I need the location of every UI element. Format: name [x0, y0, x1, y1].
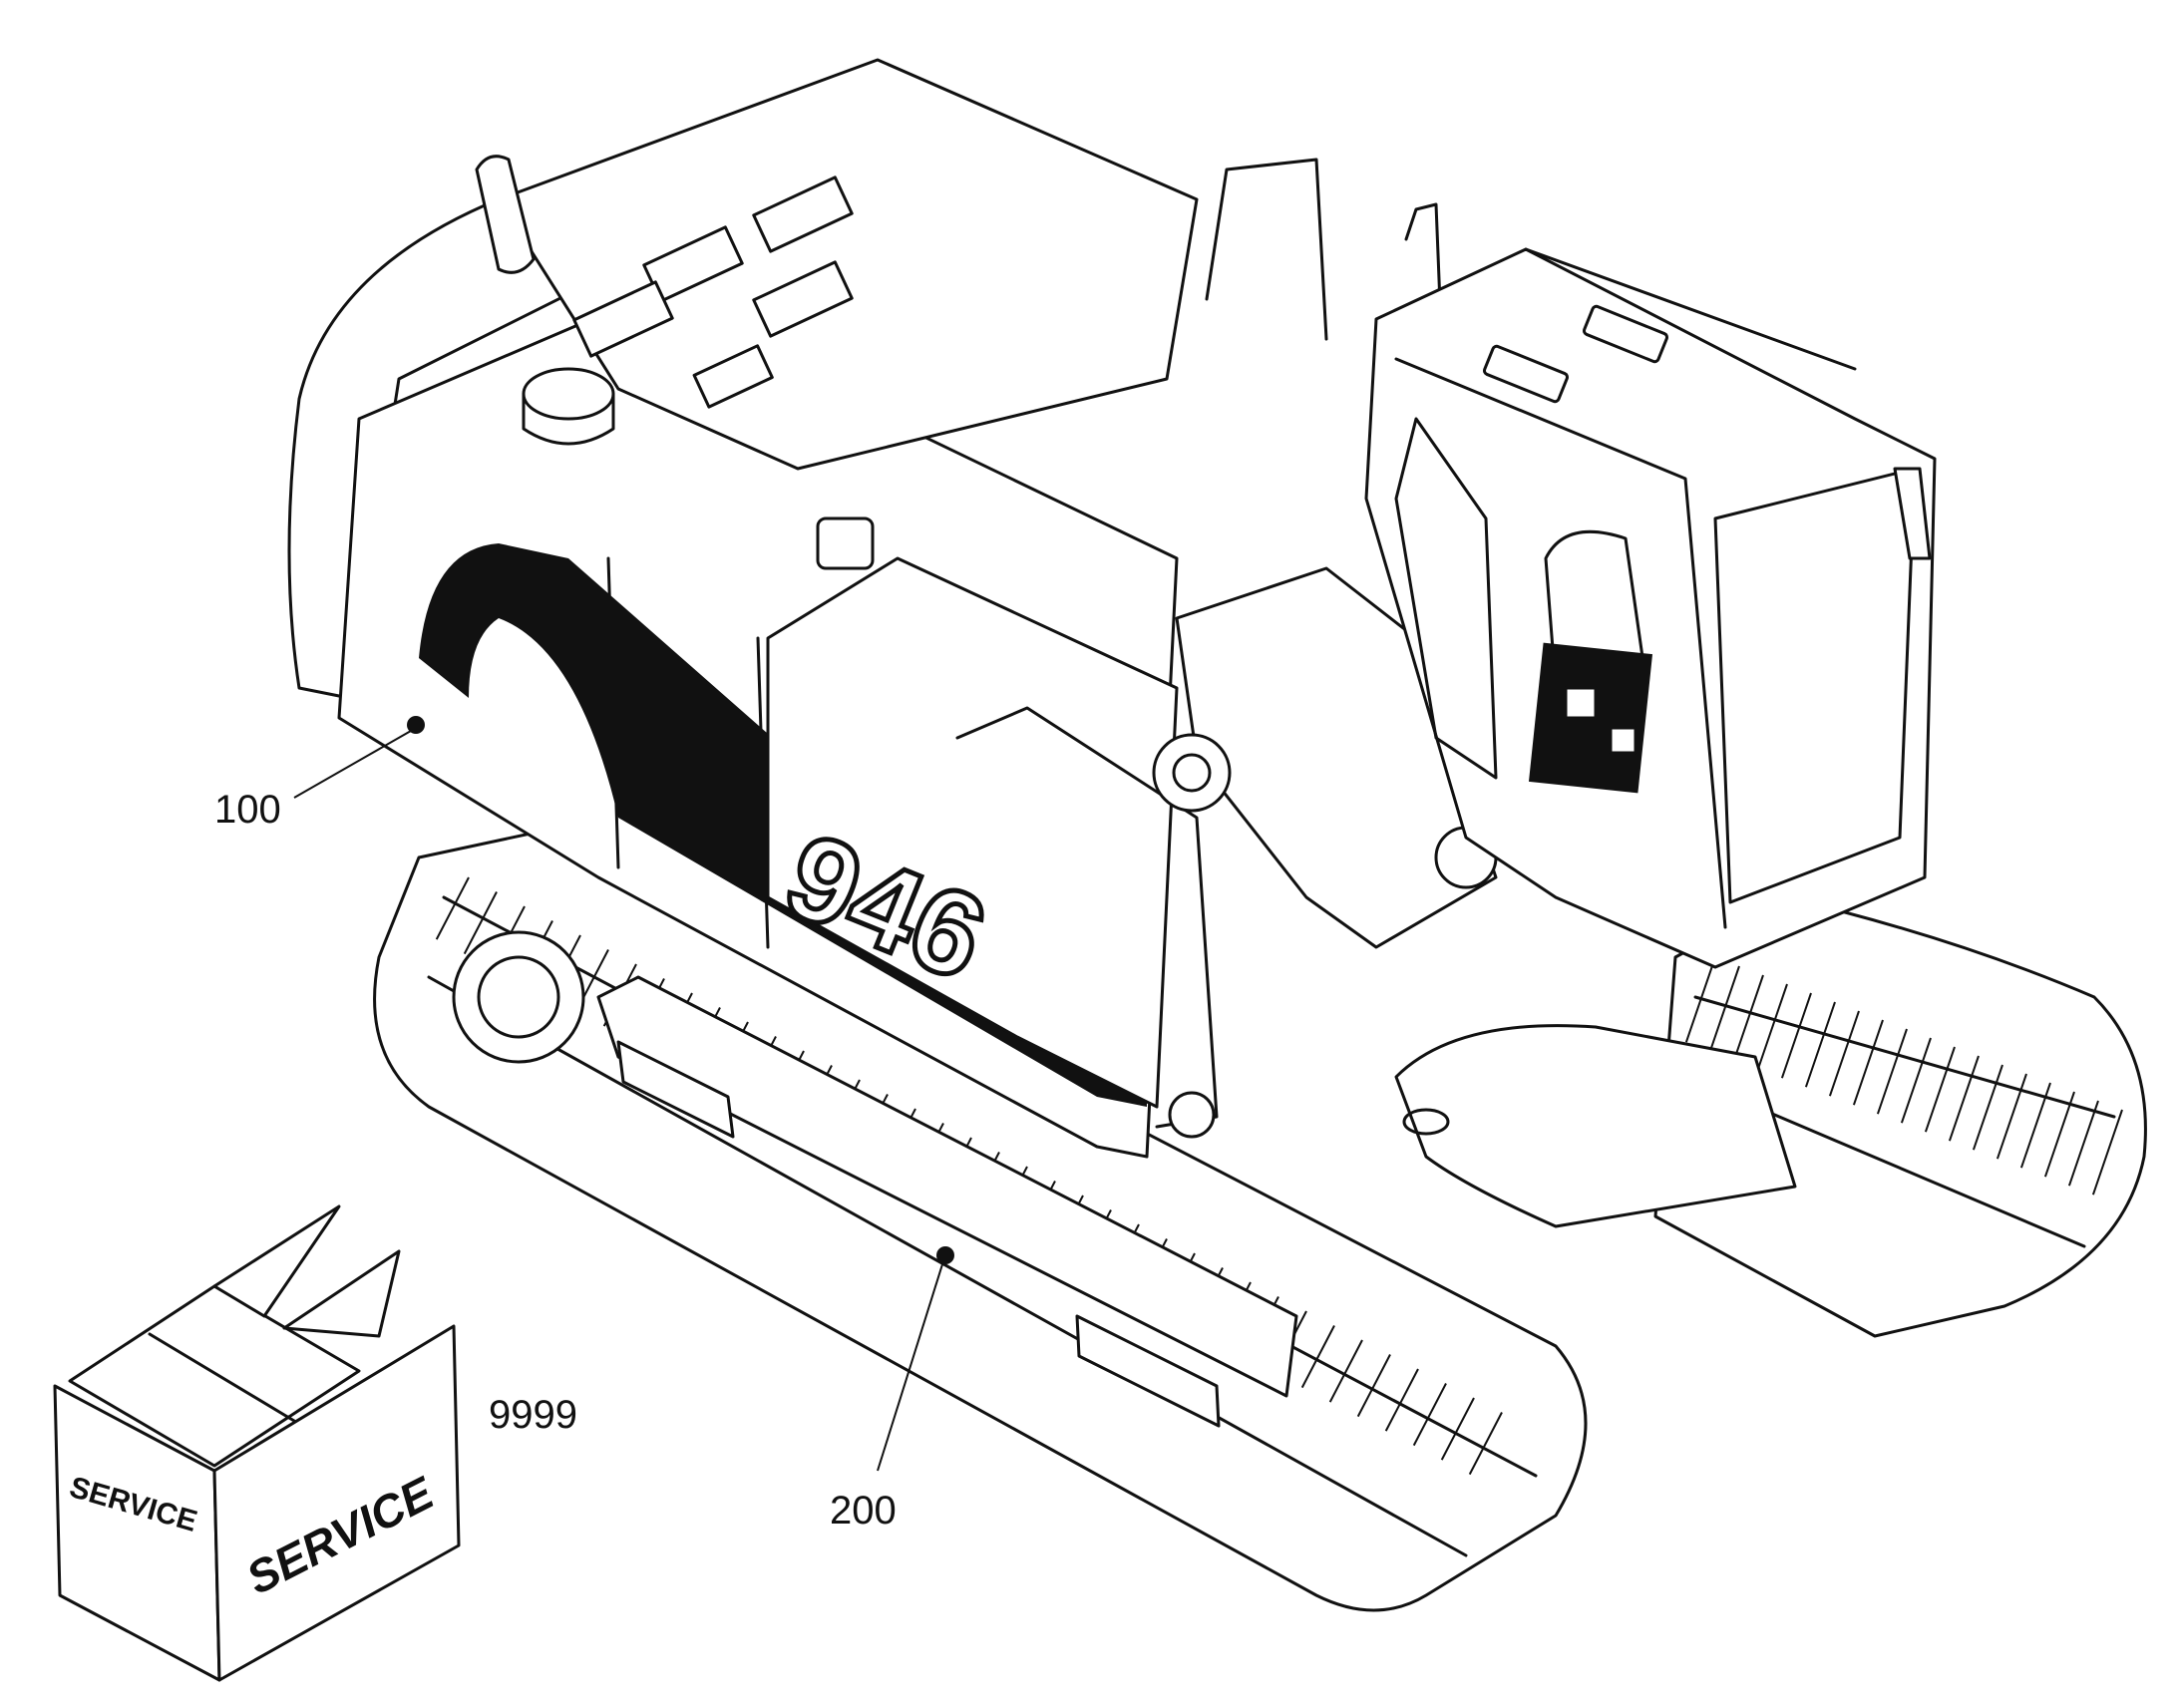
track-shoe-line — [1328, 1339, 1363, 1403]
track-guard-rear — [616, 1040, 735, 1139]
box-top — [68, 1284, 361, 1468]
track-shoe-line — [1468, 1412, 1503, 1476]
track-shoe-line — [1756, 983, 1788, 1070]
car-body — [1394, 1024, 1797, 1228]
callout-200-leader — [877, 1263, 943, 1472]
box-flap-right — [282, 1249, 401, 1338]
operator-cab — [1364, 247, 1937, 969]
drive-sprocket — [452, 930, 585, 1064]
box-flap-rear — [212, 1204, 341, 1318]
cab-body — [1364, 247, 1937, 969]
track-guard-front — [1075, 1314, 1221, 1428]
side-mirror — [1893, 467, 1932, 560]
track-shoe-line — [1440, 1397, 1475, 1461]
callout-100-dot — [407, 716, 425, 734]
engine-hood — [497, 58, 1199, 471]
track-shoe-line — [1708, 965, 1740, 1052]
track-shoe-line — [1356, 1354, 1391, 1418]
track-shoe-line — [1972, 1064, 2003, 1151]
track-shoe-line — [1948, 1055, 1980, 1142]
counterweight — [287, 158, 700, 700]
track-shoe-line — [1732, 974, 1764, 1061]
upper-structure — [287, 58, 1498, 1159]
track-shoe-line — [1828, 1010, 1860, 1097]
tank-section — [766, 556, 1179, 1109]
service-box: SERVICE SERVICE 9999 — [53, 1204, 577, 1682]
track-frame — [596, 975, 1298, 1428]
callout-100-leader — [293, 730, 412, 799]
callout-9999-label: 9999 — [489, 1393, 577, 1437]
callout-200: 200 — [830, 1246, 954, 1533]
air-cleaner-cap — [522, 367, 615, 421]
callout-200-dot — [936, 1246, 954, 1264]
track-shoe-line — [1996, 1073, 2027, 1160]
cab-rear-window — [1394, 417, 1498, 780]
right-crawler-track — [1653, 895, 2147, 1338]
callout-200-label: 200 — [830, 1489, 897, 1533]
track-shoe-line — [2019, 1082, 2051, 1169]
exhaust-stack — [475, 155, 536, 274]
cab-front-window — [1713, 467, 1917, 904]
hood-vents — [572, 175, 854, 409]
roof-hatch-rear — [1483, 344, 1569, 404]
grab-handle-lamp — [1168, 1091, 1216, 1139]
track-shoe-line — [1852, 1019, 1884, 1106]
track-shoe-line — [435, 876, 470, 940]
track-shoe-line — [1780, 992, 1812, 1079]
callout-100: 100 — [214, 716, 425, 832]
box-side-face — [212, 1324, 461, 1682]
track-shoe-line — [1900, 1037, 1932, 1124]
track-shoe-line — [1804, 1001, 1836, 1088]
track-shoes-right — [1684, 956, 2123, 1196]
roof-hatch-front — [1583, 304, 1668, 364]
track-shoe-line — [2067, 1100, 2099, 1187]
track-shoe-line — [2091, 1109, 2123, 1196]
track-shoe-line — [2043, 1091, 2075, 1178]
track-shoe-line — [1300, 1325, 1335, 1389]
track-shoe-line — [1412, 1383, 1447, 1447]
filler-cap — [816, 516, 875, 570]
track-shoe-line — [1384, 1368, 1419, 1432]
track-shoe-line — [1876, 1028, 1908, 1115]
track-shoe-line — [463, 891, 498, 955]
track-shoe-line — [1684, 956, 1716, 1043]
callout-100-label: 100 — [214, 788, 281, 832]
boom-pivot-pin — [1152, 733, 1232, 813]
track-shoe-line — [1924, 1046, 1956, 1133]
